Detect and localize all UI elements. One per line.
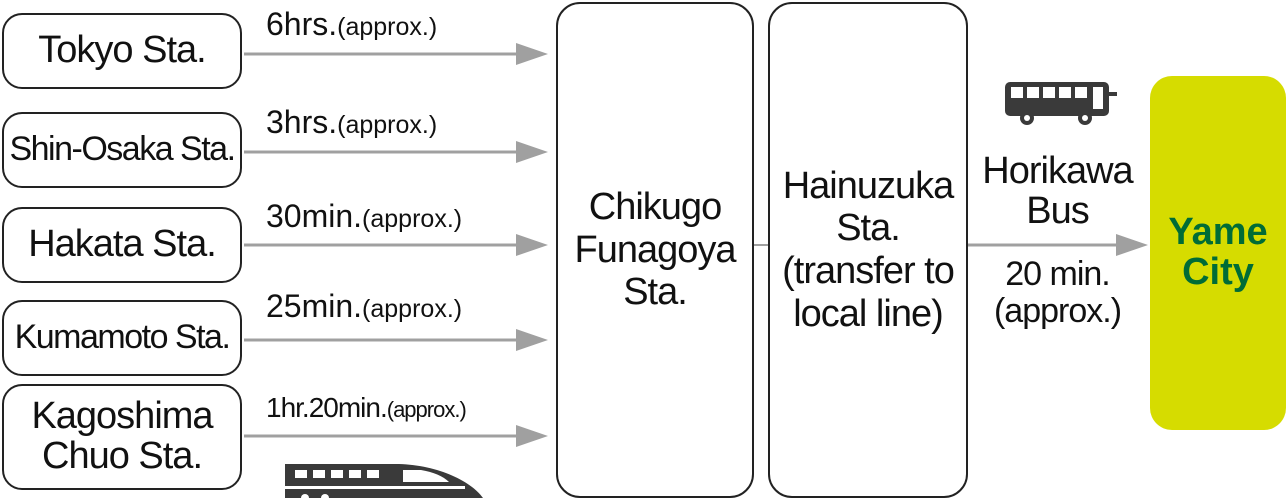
origin-hakata: Hakata Sta. (2, 207, 242, 283)
hub-label: Chikugo Funagoya Sta. (574, 186, 736, 314)
travel-time-shin-osaka: 3hrs.(approx.) (266, 104, 437, 141)
time-approx: (approx.) (337, 111, 438, 139)
origin-shin-osaka: Shin-Osaka Sta. (2, 112, 242, 188)
origin-label: Kagoshima Chuo Sta. (31, 395, 213, 477)
travel-time-tokyo: 6hrs.(approx.) (266, 6, 437, 43)
time-value: 6hrs. (266, 6, 338, 42)
hub-label: Hainuzuka Sta. (transfer to local line) (782, 164, 955, 335)
origin-kumamoto: Kumamoto Sta. (2, 300, 242, 376)
travel-time-hakata: 30min.(approx.) (266, 198, 462, 235)
arrow-shin-osaka (244, 141, 548, 163)
bus-travel-time: 20 min. (approx.) (965, 256, 1150, 329)
hub-hainuzuka: Hainuzuka Sta. (transfer to local line) (768, 2, 968, 498)
bullet-train-icon (285, 464, 483, 502)
origin-label: Tokyo Sta. (38, 29, 206, 72)
origin-label: Hakata Sta. (28, 223, 217, 266)
time-value: 1hr.20min. (266, 392, 388, 423)
origin-label: Shin-Osaka Sta. (9, 130, 236, 169)
origin-tokyo: Tokyo Sta. (2, 13, 242, 89)
bus-time-value: 20 min. (1005, 255, 1111, 293)
arrow-kumamoto (244, 329, 548, 351)
destination-label: Yame City (1168, 211, 1268, 293)
time-value: 30min. (266, 198, 363, 234)
travel-time-kagoshima: 1hr.20min.(approx.) (266, 392, 467, 424)
time-approx: (approx.) (362, 205, 463, 233)
time-value: 25min. (266, 288, 363, 324)
arrow-tokyo (244, 43, 548, 65)
origin-kagoshima-chuo: Kagoshima Chuo Sta. (2, 384, 242, 490)
hub-chikugo-funagoya: Chikugo Funagoya Sta. (556, 2, 754, 498)
bus-icon (1005, 82, 1117, 125)
time-approx: (approx.) (362, 295, 463, 323)
time-approx: (approx.) (386, 397, 467, 422)
bus-time-approx: (approx.) (993, 291, 1122, 330)
time-value: 3hrs. (266, 104, 338, 140)
origin-label: Kumamoto Sta. (14, 318, 231, 357)
arrow-bus (968, 234, 1148, 256)
travel-time-kumamoto: 25min.(approx.) (266, 288, 462, 325)
arrow-kagoshima (244, 425, 548, 447)
bus-line-label: Horikawa Bus (982, 150, 1133, 232)
time-approx: (approx.) (337, 13, 438, 41)
arrow-hakata (244, 234, 548, 256)
destination-yame-city: Yame City (1150, 76, 1286, 430)
